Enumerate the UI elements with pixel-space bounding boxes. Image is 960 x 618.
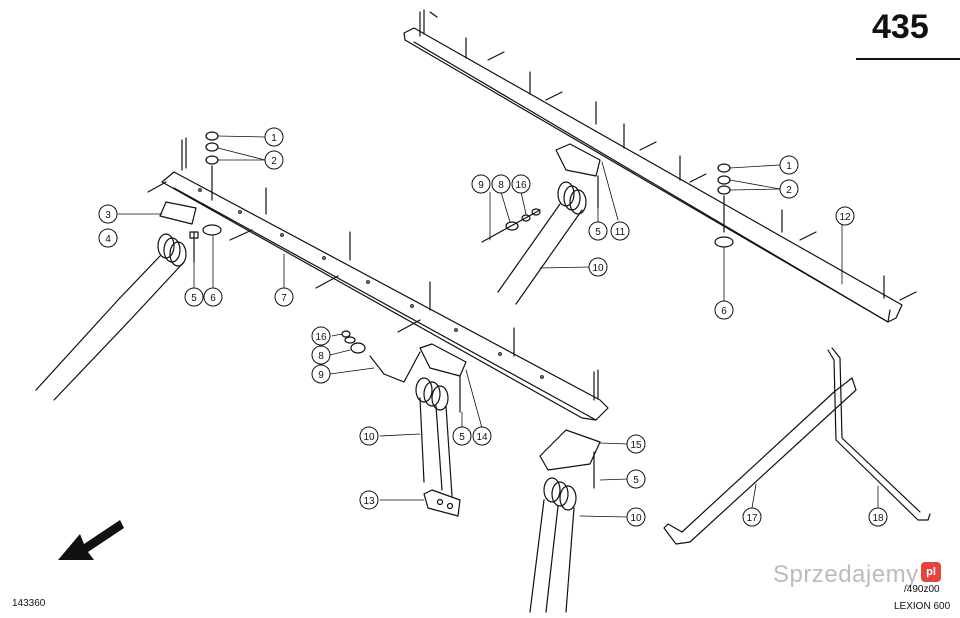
page-number-rule [856, 58, 960, 60]
callouts [98, 127, 888, 527]
callout-17: 17 [746, 513, 758, 524]
callout-8: 8 [498, 180, 504, 191]
callout-15: 15 [630, 440, 642, 451]
fastener-stack-left [159, 131, 222, 263]
callout-6: 6 [721, 306, 727, 317]
leader-lines [117, 135, 879, 518]
tine-bar-lower [147, 137, 609, 421]
model-label: LEXION 600 [894, 601, 951, 612]
fastener-stack-right [714, 163, 734, 248]
spring-tine-left [35, 233, 187, 401]
callout-3: 3 [105, 210, 111, 221]
callout-8: 8 [318, 351, 324, 362]
callout-10: 10 [592, 263, 604, 274]
spring-tine-center [341, 330, 467, 497]
bracket-13 [423, 489, 461, 517]
callout-13: 13 [363, 496, 375, 507]
callout-16: 16 [315, 332, 327, 343]
spring-tine-lower [529, 429, 601, 613]
drawing-reference-left: 143360 [12, 598, 46, 609]
rod-17 [663, 377, 857, 545]
callout-4: 4 [105, 234, 111, 245]
callout-2: 2 [271, 156, 277, 167]
drawing-reference-right: /490z00 [904, 584, 940, 595]
callout-2: 2 [786, 185, 792, 196]
callout-14: 14 [476, 432, 488, 443]
callout-6: 6 [210, 293, 216, 304]
callout-10: 10 [363, 432, 375, 443]
callout-5: 5 [595, 227, 601, 238]
callout-5: 5 [191, 293, 197, 304]
callout-16: 16 [515, 180, 527, 191]
callout-5: 5 [633, 475, 639, 486]
callout-7: 7 [281, 293, 287, 304]
watermark: Sprzedajemy [773, 561, 919, 588]
callout-18: 18 [872, 513, 884, 524]
callout-9: 9 [318, 370, 324, 381]
callout-labels: 1 2 3 4 5 6 7 9 8 16 5 11 10 1 2 12 6 16… [105, 133, 884, 524]
callout-1: 1 [271, 133, 277, 144]
page-number: 435 [872, 8, 929, 46]
direction-arrow [58, 520, 124, 560]
callout-5: 5 [459, 432, 465, 443]
tine-bar-upper [403, 9, 917, 323]
callout-11: 11 [615, 227, 626, 238]
spring-tine-mid-top [481, 143, 601, 305]
watermark-badge: pl [921, 562, 941, 582]
callout-12: 12 [839, 212, 851, 223]
callout-1: 1 [786, 161, 792, 172]
callout-10: 10 [630, 513, 642, 524]
rod-18 [827, 347, 931, 521]
callout-9: 9 [478, 180, 484, 191]
